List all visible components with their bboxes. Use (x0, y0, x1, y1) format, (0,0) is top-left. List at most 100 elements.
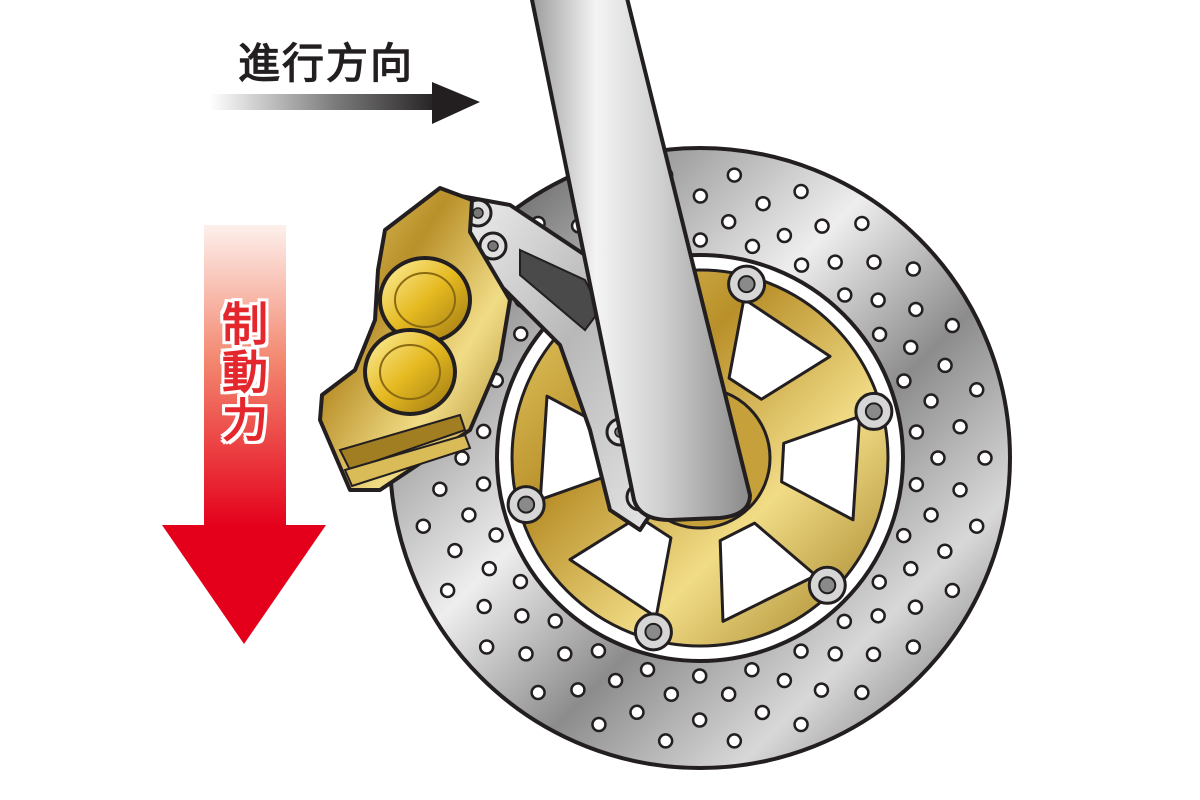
hub-window (727, 297, 832, 401)
rotor-hole (692, 232, 709, 248)
rotor-hole (937, 357, 953, 374)
rotor-hole (793, 257, 810, 273)
rotor-hole (923, 393, 939, 409)
hub-window (780, 414, 862, 522)
rotor-hole (475, 423, 492, 440)
rotor-hole (488, 527, 504, 543)
rotor-hole (657, 733, 674, 749)
rotor-hole (827, 646, 843, 662)
hub-window (568, 515, 673, 619)
rotor-hole (518, 646, 534, 662)
rotor-hole (937, 543, 953, 559)
rotor-hole (691, 712, 708, 728)
direction-of-travel-label: 進行方向 (238, 39, 415, 88)
direction-arrow-right (210, 82, 480, 124)
rotor-hole (968, 518, 985, 534)
rotor-hole (930, 450, 946, 466)
rotor-bolt (854, 391, 894, 431)
rotor-hole (870, 292, 886, 308)
rotor-bolt (727, 264, 767, 304)
rotor-hole (952, 419, 968, 435)
rotor-hole (813, 682, 830, 698)
rotor-hole (836, 613, 853, 630)
rotor-hole (793, 183, 809, 200)
rotor-hole (607, 672, 624, 689)
rotor-bolt (506, 485, 546, 525)
rotor-hole (907, 599, 924, 615)
rotor-hole (968, 382, 985, 398)
rotor-hole (755, 195, 771, 212)
rotor-hole (871, 326, 888, 343)
rotor-hole (866, 254, 882, 270)
rotor-hole (547, 613, 563, 629)
rotor-hole (720, 686, 737, 703)
rotor-hole (513, 326, 529, 342)
rotor-hole (692, 188, 709, 204)
rotor-hole (776, 672, 793, 689)
rotor-hole (744, 661, 760, 678)
rotor-hole (639, 661, 656, 678)
rotor-hole (952, 482, 968, 498)
rotor-hole (476, 598, 492, 615)
rotor-hole (905, 639, 922, 655)
rotor-hole (478, 639, 495, 655)
rotor-hole (854, 215, 870, 232)
rotor-hole (793, 716, 809, 733)
rotor-hole (902, 560, 919, 577)
rotor-hole (590, 643, 607, 659)
rotor-hole (793, 643, 809, 659)
braking-arrow-down (162, 225, 326, 644)
rotor-hole (663, 686, 680, 703)
rotor-hole (475, 476, 492, 492)
rotor-hole (871, 574, 887, 590)
rotor-hole (896, 373, 912, 389)
bracket-bolt (478, 231, 508, 261)
rotor-hole (481, 560, 498, 577)
rotor-hole (923, 507, 939, 523)
rotor-hole (726, 167, 743, 183)
rotor-hole (415, 518, 432, 534)
caliper-pistons (363, 256, 472, 416)
rotor-hole (447, 542, 463, 559)
rotor-hole (720, 213, 737, 230)
front-fork (529, 0, 752, 522)
rotor-hole (870, 608, 886, 624)
rotor-hole (726, 733, 743, 749)
rotor-hole (814, 218, 830, 234)
rotor-hole (905, 261, 922, 277)
rotor-hole (908, 301, 924, 318)
rotor-hole (530, 684, 546, 701)
rotor-hole (432, 481, 448, 497)
rotor-hole (776, 227, 793, 244)
rotor-hole (629, 704, 645, 721)
rotor-hole (591, 716, 607, 733)
brake-caliper (318, 186, 512, 492)
braking-force-label: 制動力 (215, 300, 269, 444)
rotor-hole (854, 684, 870, 701)
rotor-hole (827, 254, 843, 270)
rotor-bolt (807, 565, 847, 605)
rotor-hole (439, 582, 456, 599)
rotor-hole (461, 507, 477, 523)
rotor-hole (837, 287, 853, 303)
rotor-hole (514, 608, 530, 624)
rotor-hole (454, 450, 470, 466)
rotor-hole (944, 582, 961, 599)
rotor-hole (570, 682, 586, 698)
rotor-hole (902, 339, 919, 356)
rotor-bolt (633, 612, 673, 652)
rotor-hole (744, 238, 761, 255)
rotor-hole (691, 668, 708, 684)
rotor-hole (944, 317, 961, 334)
rotor-hole (908, 424, 925, 440)
rotor-hole (512, 573, 529, 590)
hub-window (718, 521, 818, 623)
rotor-hole (908, 476, 925, 493)
rotor-hole (754, 704, 771, 721)
rotor-hole (557, 646, 573, 662)
rotor-hole (865, 646, 882, 663)
rotor-hole (977, 450, 993, 466)
rotor-hole (895, 527, 912, 544)
